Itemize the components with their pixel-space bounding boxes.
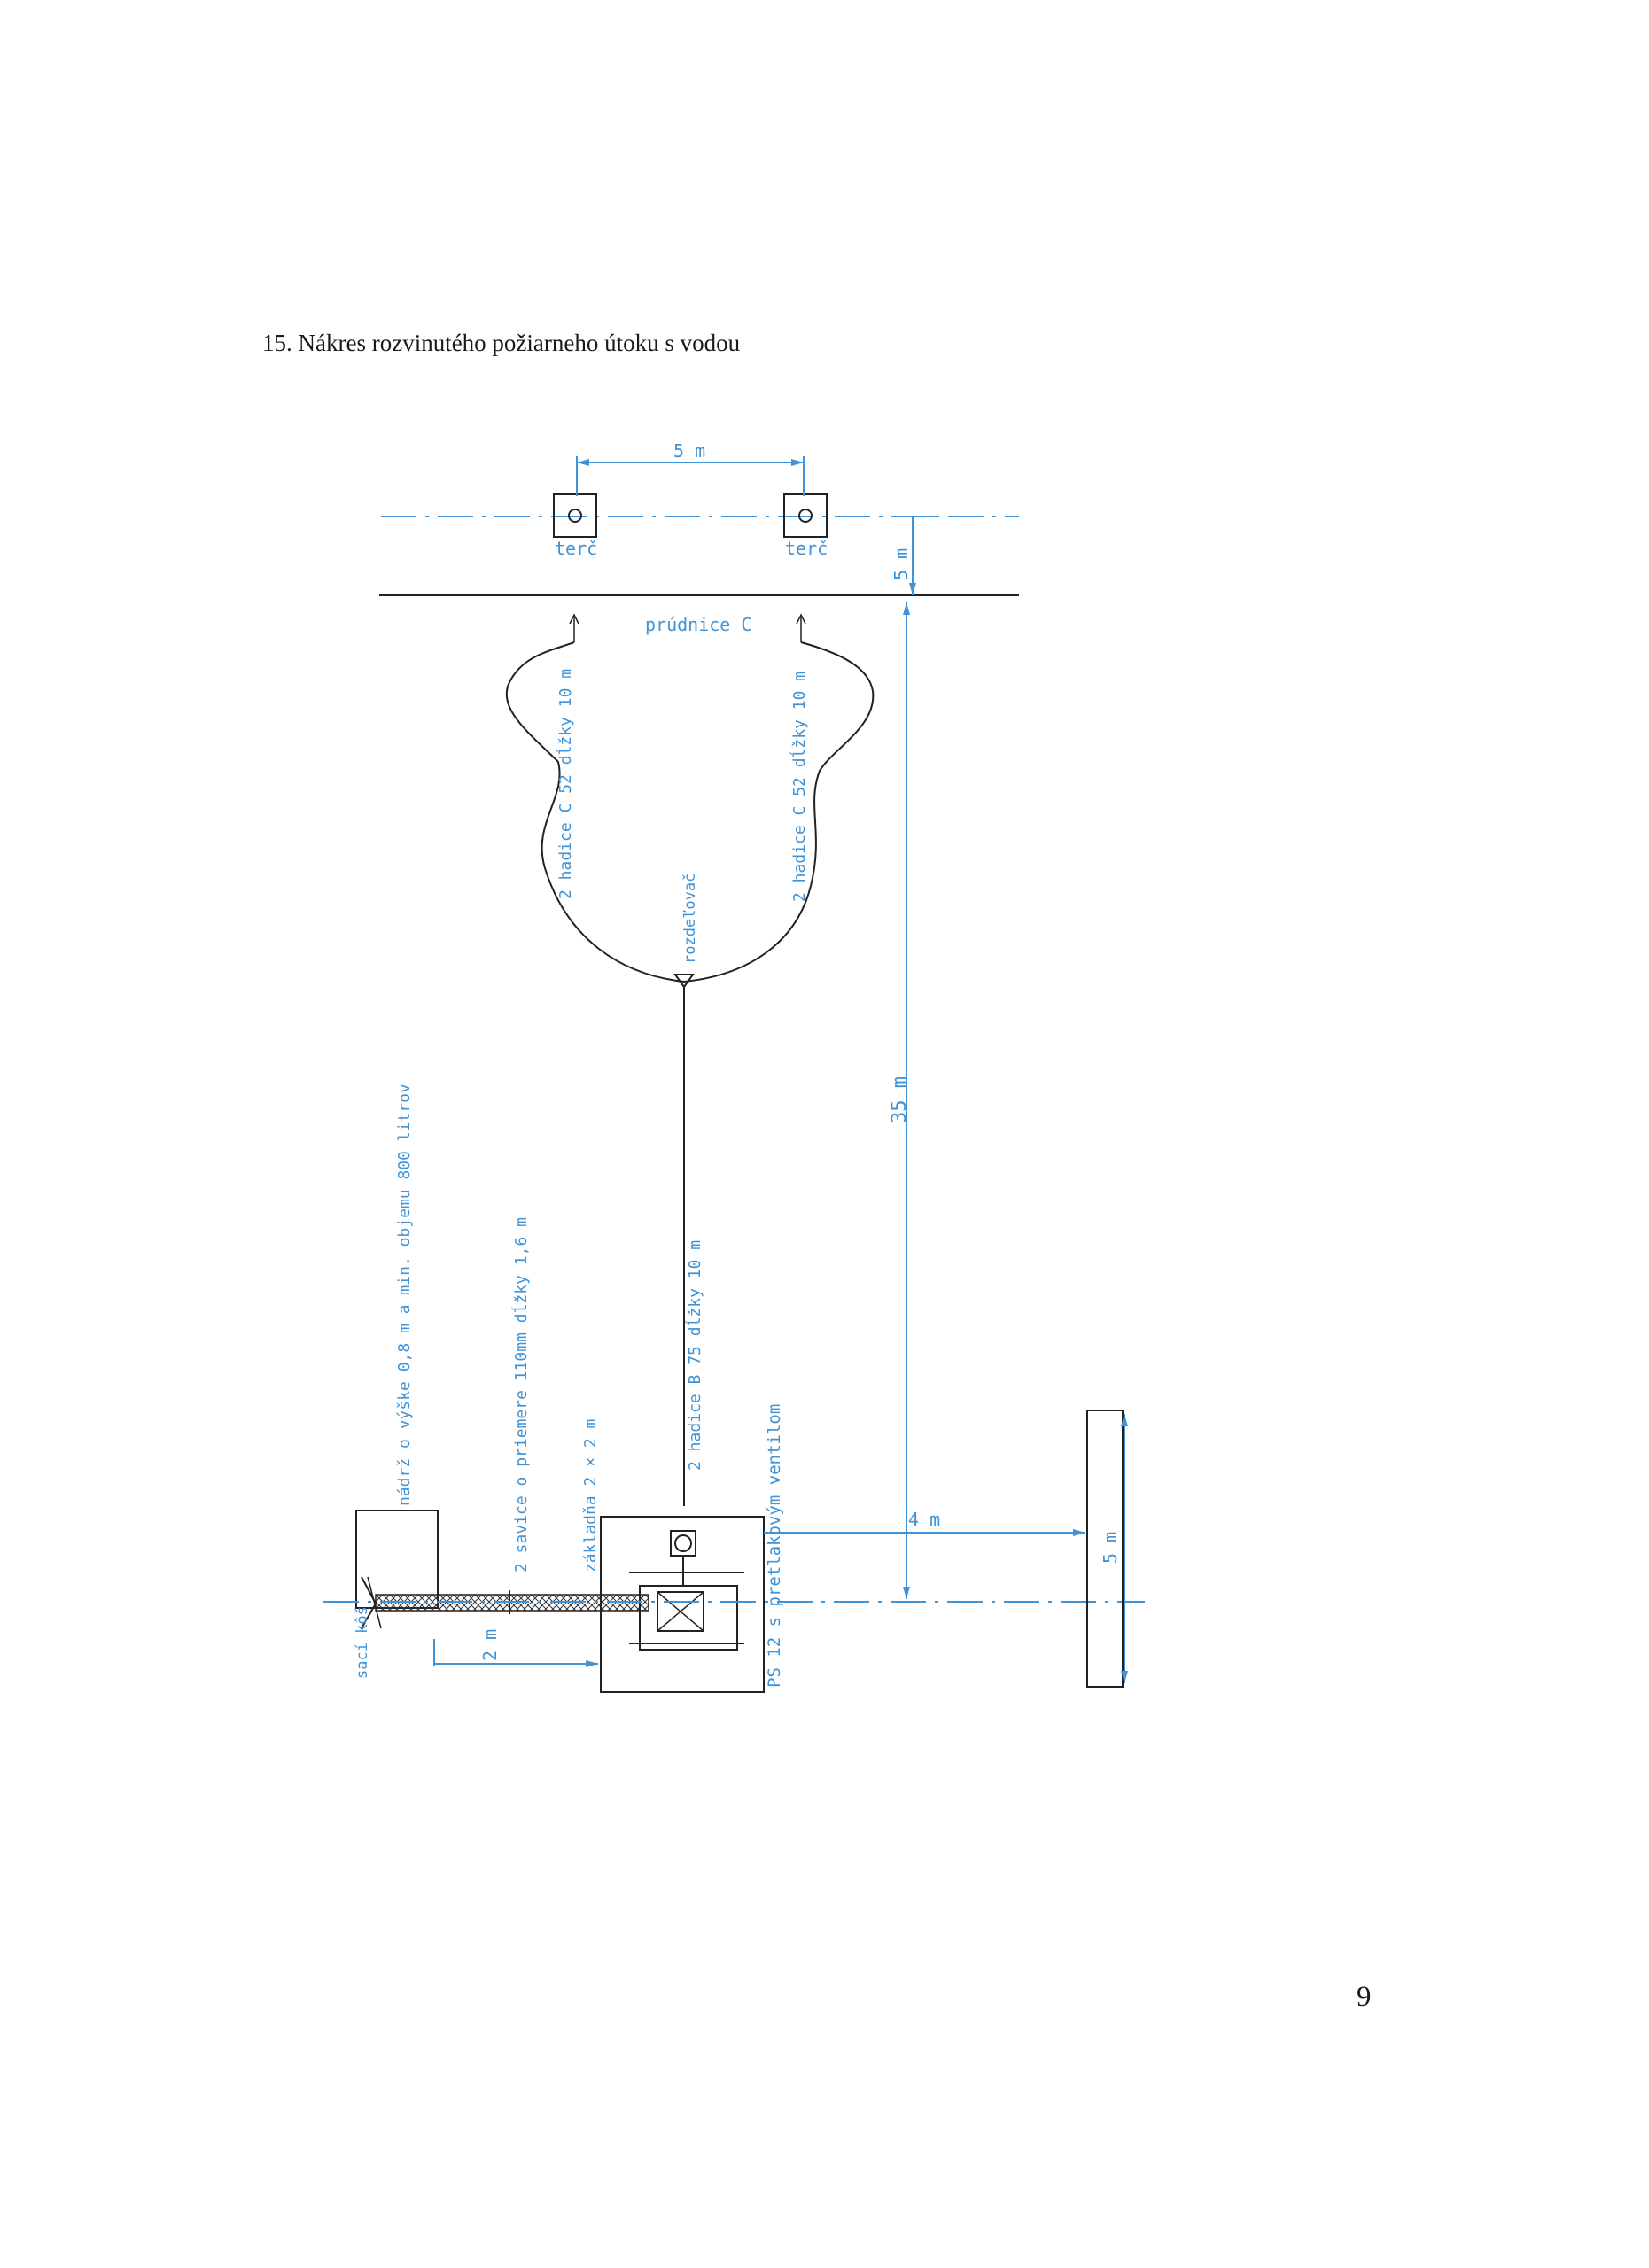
dimension-pump-side bbox=[764, 1529, 1085, 1536]
nozzle-right bbox=[796, 613, 806, 642]
dimension-start-line bbox=[1121, 1414, 1128, 1683]
dimension-pump-side-label: 4 m bbox=[908, 1509, 940, 1530]
start-line-board bbox=[1086, 1410, 1124, 1688]
page-number: 9 bbox=[1357, 1981, 1372, 2013]
target-left bbox=[553, 493, 597, 538]
dimension-target-line bbox=[909, 516, 939, 595]
nozzle-left bbox=[569, 613, 579, 642]
hose-b-label: 2 hadice B 75 dĺžky 10 m bbox=[685, 1240, 704, 1471]
hose-left-label: 2 hadice C 52 dĺžky 10 m bbox=[556, 669, 575, 899]
dimension-targets-gap-label: 5 m bbox=[673, 440, 705, 462]
dimension-total bbox=[903, 602, 910, 1599]
dimension-suction-label: 2 m bbox=[479, 1629, 501, 1661]
dimension-targets-gap bbox=[576, 456, 805, 496]
document-heading: 15. Nákres rozvinutého požiarneho útoku … bbox=[262, 330, 741, 356]
suction-basket-label: sací kôš bbox=[354, 1606, 371, 1679]
dimension-start-line-label: 5 m bbox=[1100, 1532, 1121, 1564]
suction-hoses-label: 2 savice o priemere 110mm dĺžky 1,6 m bbox=[511, 1217, 531, 1573]
pump-platform bbox=[600, 1516, 765, 1693]
distributor bbox=[673, 974, 695, 996]
hose-c-left bbox=[505, 641, 685, 983]
tank-label: nádrž o výške 0,8 m a min. objemu 800 li… bbox=[395, 1084, 414, 1506]
pump-label: PS 12 s pretlakovým ventilom bbox=[765, 1404, 784, 1688]
dimension-suction bbox=[433, 1639, 598, 1667]
hose-c-right bbox=[683, 641, 875, 983]
pump bbox=[629, 1530, 744, 1651]
target-right-label: terč bbox=[785, 538, 828, 559]
hose-right-label: 2 hadice C 52 dĺžky 10 m bbox=[789, 672, 809, 902]
nozzles-label: prúdnice C bbox=[645, 614, 751, 635]
distributor-label: rozdeľovač bbox=[681, 874, 699, 964]
target-left-label: terč bbox=[555, 538, 597, 559]
tank bbox=[355, 1510, 439, 1609]
dimension-target-line-label: 5 m bbox=[891, 548, 912, 580]
target-right bbox=[783, 493, 828, 538]
dimension-total-label: 35 m bbox=[889, 1076, 911, 1123]
platform-label: základňa 2 × 2 m bbox=[581, 1419, 600, 1573]
